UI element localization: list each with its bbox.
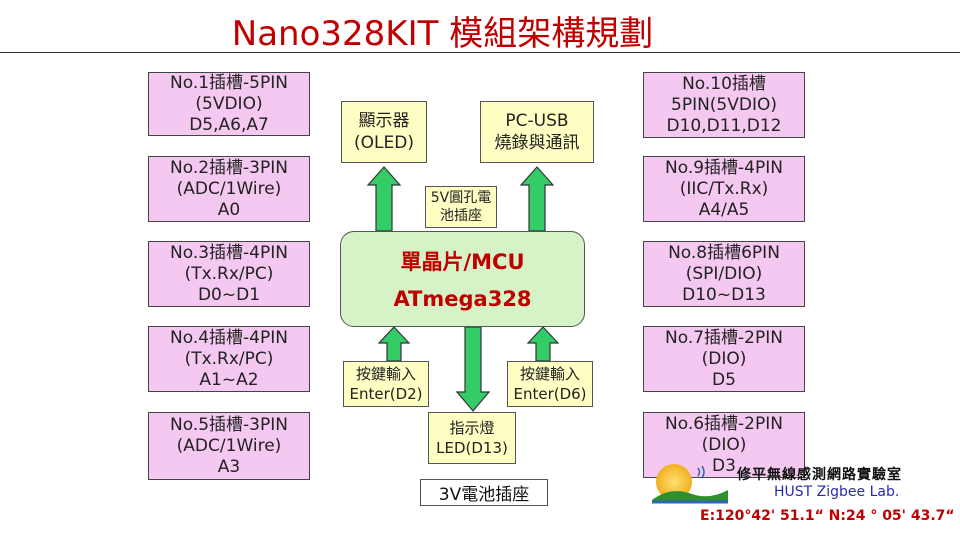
slot-10-box: No.10插槽 5PIN(5VDIO) D10,D11,D12: [643, 72, 805, 138]
slot-6-name: No.6插槽-2PIN: [665, 413, 783, 434]
display-label: 顯示器: [358, 111, 410, 131]
slot-9-box: No.9插槽-4PIN (IIC/Tx.Rx) A4/A5: [643, 156, 805, 222]
slot-5-box: No.5插槽-3PIN (ADC/1Wire) A3: [148, 412, 310, 480]
slot-2-pins: A0: [217, 199, 241, 220]
slot-6-type: (DIO): [701, 434, 747, 455]
slot-2-box: No.2插槽-3PIN (ADC/1Wire) A0: [148, 156, 310, 222]
slot-8-name: No.8插槽6PIN: [668, 242, 780, 263]
lab-name: 修平無線感測網路實驗室: [737, 467, 902, 483]
slot-3-type: (Tx.Rx/PC): [184, 263, 274, 284]
slot-8-pins: D10~D13: [682, 284, 766, 305]
button-right-label: 按鍵輸入: [519, 365, 580, 383]
display-arrow: [367, 166, 401, 232]
page-title: Nano328KIT 模組架構規劃: [231, 14, 654, 54]
button-right-pin: Enter(D6): [513, 385, 587, 403]
slot-6-pins: D3: [712, 455, 736, 476]
slot-4-pins: A1~A2: [199, 369, 259, 390]
mcu-box: 單晶片/MCU ATmega328: [340, 231, 585, 327]
slot-2-name: No.2插槽-3PIN: [170, 157, 288, 178]
slot-5-type: (ADC/1Wire): [176, 435, 282, 456]
slot-10-type: 5PIN(5VDIO): [671, 94, 777, 115]
slot-10-pins: D10,D11,D12: [666, 115, 782, 136]
slot-4-type: (Tx.Rx/PC): [184, 348, 274, 369]
button-left-box: 按鍵輸入 Enter(D2): [343, 361, 429, 407]
slot-9-name: No.9插槽-4PIN: [665, 157, 783, 178]
slot-5-name: No.5插槽-3PIN: [170, 414, 288, 435]
slot-2-type: (ADC/1Wire): [176, 178, 282, 199]
slot-7-box: No.7插槽-2PIN (DIO) D5: [643, 326, 805, 392]
button-left-label: 按鍵輸入: [355, 365, 416, 383]
slot-10-name: No.10插槽: [682, 73, 766, 94]
power-jack-box: 5V圓孔電 池插座: [425, 186, 497, 228]
slot-1-type: (5VDIO): [195, 93, 263, 114]
slot-3-box: No.3插槽-4PIN (Tx.Rx/PC) D0~D1: [148, 241, 310, 307]
led-box: 指示燈 LED(D13): [428, 412, 516, 464]
led-arrow: [456, 326, 490, 412]
button-left-arrow: [378, 326, 410, 362]
slot-1-box: No.1插槽-5PIN (5VDIO) D5,A6,A7: [148, 72, 310, 136]
pcusb-label: PC-USB: [505, 111, 569, 131]
pcusb-desc: 燒錄與通訊: [494, 133, 580, 153]
led-label: 指示燈: [449, 419, 495, 437]
slot-5-pins: A3: [217, 456, 241, 477]
lab-subtitle: HUST Zigbee Lab.: [774, 484, 900, 500]
slot-1-pins: D5,A6,A7: [189, 114, 269, 135]
usb-arrow: [520, 166, 554, 232]
title-divider: [0, 52, 960, 53]
slot-4-name: No.4插槽-4PIN: [170, 327, 288, 348]
slot-1-name: No.1插槽-5PIN: [170, 72, 288, 93]
slot-9-type: (IIC/Tx.Rx): [679, 178, 769, 199]
slot-7-type: (DIO): [701, 348, 747, 369]
power-jack-line1: 5V圓孔電: [430, 190, 492, 206]
display-type: (OLED): [354, 133, 414, 153]
mcu-model: ATmega328: [393, 286, 532, 311]
slot-9-pins: A4/A5: [698, 199, 750, 220]
slot-8-type: (SPI/DIO): [685, 263, 763, 284]
mcu-label: 單晶片/MCU: [400, 249, 525, 274]
slot-3-pins: D0~D1: [197, 284, 261, 305]
battery-socket-box: 3V電池插座: [420, 479, 548, 506]
display-box: 顯示器 (OLED): [341, 101, 427, 163]
slot-8-box: No.8插槽6PIN (SPI/DIO) D10~D13: [643, 241, 805, 307]
pcusb-box: PC-USB 燒錄與通訊: [480, 101, 594, 163]
lab-logo: 修平無線感測網路實驗室 HUST Zigbee Lab. E:120°42' 5…: [650, 460, 955, 538]
button-left-pin: Enter(D2): [349, 385, 423, 403]
led-pin: LED(D13): [436, 439, 508, 457]
lab-landscape-icon: [652, 464, 728, 504]
slot-4-box: No.4插槽-4PIN (Tx.Rx/PC) A1~A2: [148, 326, 310, 392]
power-jack-line2: 池插座: [440, 208, 482, 224]
button-right-arrow: [527, 326, 559, 362]
slot-7-name: No.7插槽-2PIN: [665, 327, 783, 348]
slot-7-pins: D5: [712, 369, 736, 390]
lab-coordinates: E:120°42' 51.1“ N:24 ° 05' 43.7“: [700, 508, 955, 524]
button-right-box: 按鍵輸入 Enter(D6): [507, 361, 593, 407]
slot-3-name: No.3插槽-4PIN: [170, 242, 288, 263]
